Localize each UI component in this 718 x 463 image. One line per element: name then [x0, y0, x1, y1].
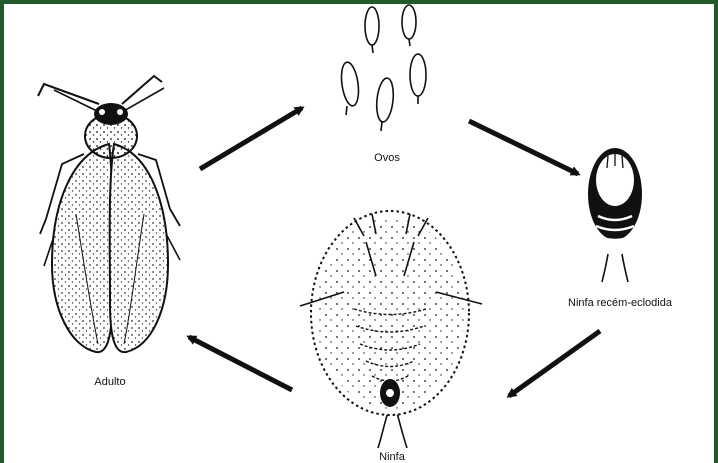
egg — [402, 5, 416, 46]
newly-hatched-nymph-label: Ninfa recém-eclodida — [568, 297, 673, 309]
arrow-nymph-to-adult — [189, 337, 292, 390]
egg — [339, 61, 361, 115]
arrow-adult-to-eggs — [200, 108, 302, 169]
egg — [375, 77, 396, 131]
arrow-newly-hatched-nymph-to-nymph — [509, 331, 600, 396]
eggs-illustration — [339, 5, 426, 131]
nymph-label: Ninfa — [379, 451, 406, 463]
egg — [410, 54, 426, 104]
arrow-eggs-to-newly-hatched-nymph — [469, 121, 578, 174]
nymph-illustration — [300, 211, 482, 448]
lifecycle-canvas: Ovos Ninfa recém-eclodida Ninfa — [4, 4, 718, 463]
adult-label: Adulto — [94, 376, 125, 388]
newly-hatched-nymph-illustration — [588, 148, 642, 282]
egg — [365, 7, 379, 53]
eggs-label: Ovos — [374, 152, 400, 164]
adult-illustration — [38, 76, 180, 352]
